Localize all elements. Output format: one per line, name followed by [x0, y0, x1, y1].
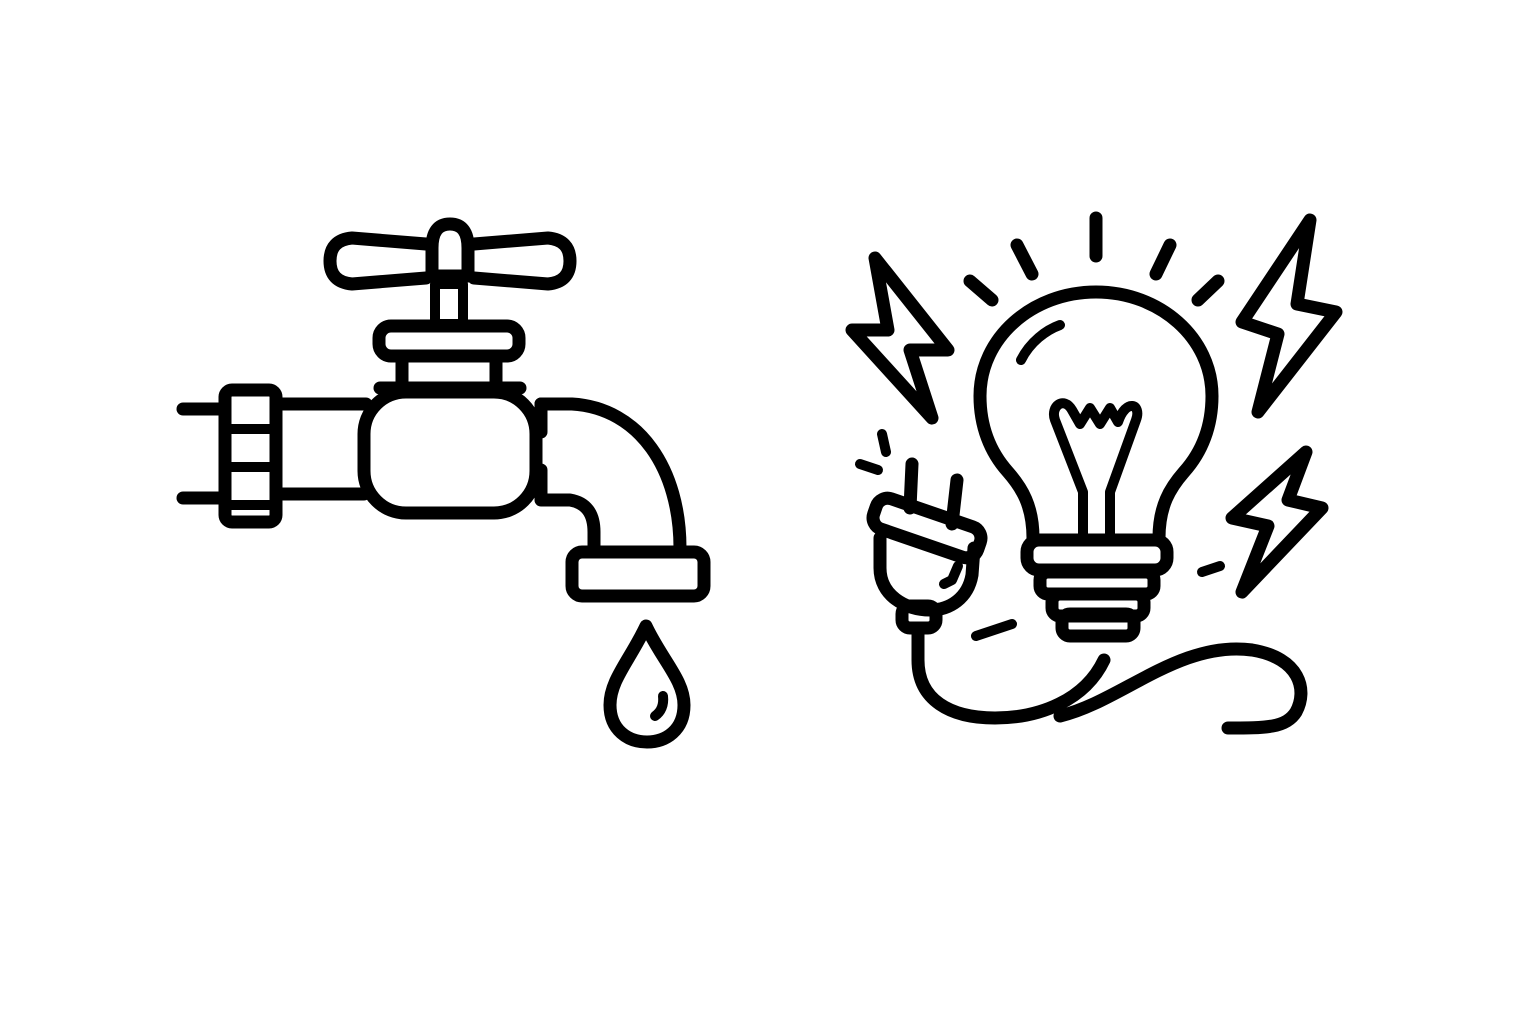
inlet-pipe: [176, 397, 373, 505]
pipe-coupling: [218, 383, 283, 529]
glow-rays: [963, 211, 1225, 307]
faucet-spout: [534, 397, 711, 603]
electric-plug-icon: [855, 429, 1225, 641]
water-faucet-icon: [176, 217, 711, 603]
lightning-bolt-icon: [845, 213, 1343, 599]
water-drop-icon: [603, 619, 691, 749]
faucet-handle: [323, 217, 577, 291]
power-cord: [911, 623, 1308, 735]
light-bulb-icon: [973, 285, 1219, 643]
valve-bonnet: [372, 279, 527, 395]
faucet-body: [357, 385, 543, 520]
